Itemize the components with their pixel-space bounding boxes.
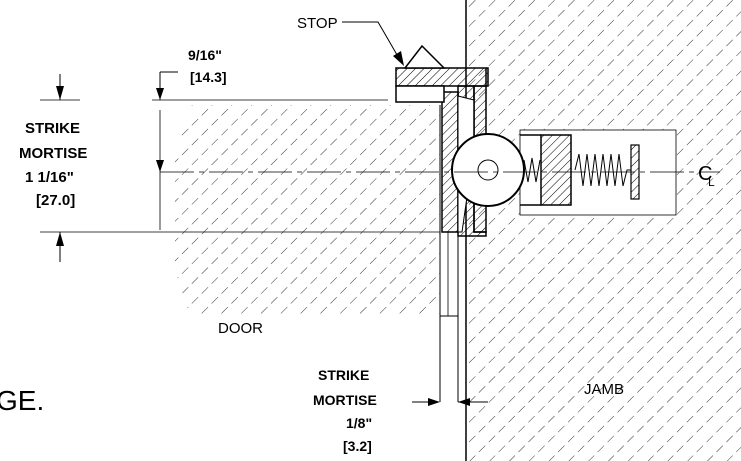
strike-mortise-d-line4: [3.2]	[343, 438, 372, 454]
strike-mortise-h-line1: STRIKE	[25, 120, 80, 137]
stop-leader	[342, 21, 404, 66]
jamb-label: JAMB	[584, 381, 624, 398]
strike-mortise-h-line3: 1 1/16"	[25, 169, 74, 186]
stop-dim-frac: 9/16"	[188, 47, 222, 63]
strike-mortise-d-line2: MORTISE	[313, 392, 377, 408]
stop-dim-mm: [14.3]	[190, 69, 227, 85]
dim-strike-mortise-depth	[412, 398, 488, 406]
stop-label: STOP	[297, 15, 338, 32]
strike-mortise-d-line3: 1/8"	[346, 415, 372, 431]
dim-strike-mortise-height	[40, 74, 440, 262]
door-region	[175, 105, 458, 317]
strike-mortise-h-line2: MORTISE	[19, 145, 87, 162]
centerline-symbol-sub: L	[708, 175, 715, 189]
jamb-region	[465, 0, 741, 461]
partial-caption: GE.	[0, 385, 44, 416]
door-label: DOOR	[218, 320, 263, 337]
roller-ball	[451, 133, 525, 207]
strike-mortise-d-line1: STRIKE	[318, 367, 369, 383]
centerline-symbol: C	[698, 163, 712, 185]
dim-9-16	[152, 71, 388, 101]
strike-mortise-h-line4: [27.0]	[36, 192, 75, 209]
